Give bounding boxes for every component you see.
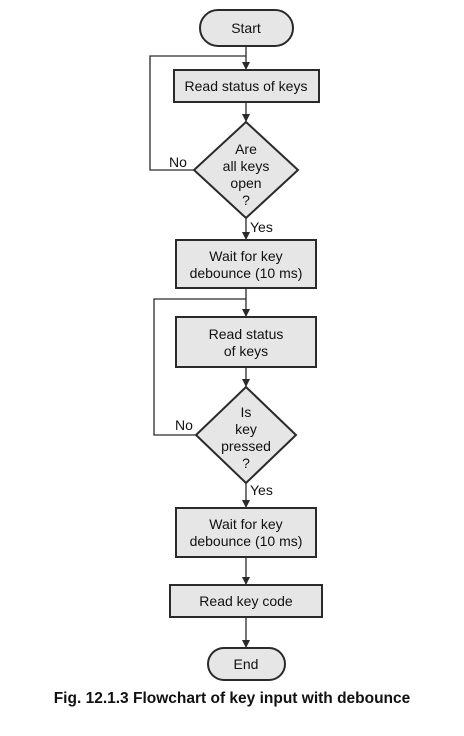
edge-decision2-no-loop — [153, 298, 246, 436]
arrowhead — [242, 577, 250, 585]
wait-debounce-box-1: Wait for key debounce (10 ms) — [175, 239, 317, 289]
svg-text:Is: Is — [241, 404, 252, 420]
edge-label-yes-1: Yes — [250, 219, 273, 235]
svg-text:Wait for key: Wait for key — [209, 516, 282, 532]
arrowhead — [242, 500, 250, 508]
svg-text:?: ? — [242, 455, 250, 471]
arrowhead — [242, 309, 250, 317]
edge-decision1-no-loop — [149, 55, 246, 171]
edge-label-no-1: No — [169, 154, 187, 170]
svg-text:Start: Start — [231, 20, 261, 36]
svg-text:open: open — [230, 175, 261, 191]
edge-label-no-2: No — [175, 417, 193, 433]
arrowhead — [242, 232, 250, 240]
figure-caption: Fig. 12.1.3 Flowchart of key input with … — [53, 690, 411, 707]
svg-text:key: key — [235, 421, 257, 437]
wait-debounce-box-2: Wait for key debounce (10 ms) — [175, 507, 317, 558]
svg-text:of keys: of keys — [224, 343, 268, 359]
arrowhead — [242, 379, 250, 387]
edge-label-yes-2: Yes — [250, 482, 273, 498]
svg-text:debounce (10 ms): debounce (10 ms) — [190, 265, 303, 281]
svg-text:End: End — [234, 656, 259, 672]
svg-text:pressed: pressed — [221, 438, 271, 454]
start-node: Start — [199, 9, 294, 47]
svg-text:Read status of keys: Read status of keys — [185, 78, 308, 94]
svg-text:?: ? — [242, 192, 250, 208]
svg-text:debounce (10 ms): debounce (10 ms) — [190, 533, 303, 549]
arrowhead — [242, 114, 250, 122]
read-keys-box-2: Read status of keys — [175, 316, 317, 368]
all-keys-open-decision: Are all keys open ? — [192, 120, 300, 220]
key-pressed-decision: Is key pressed ? — [194, 385, 298, 485]
svg-text:Read status: Read status — [209, 326, 284, 342]
flowchart: Start Read status of keys Are all keys o… — [149, 9, 323, 681]
arrowhead — [242, 640, 250, 648]
arrowhead — [242, 62, 250, 70]
read-keys-box-1: Read status of keys — [173, 69, 320, 103]
svg-text:all keys: all keys — [223, 158, 270, 174]
svg-text:Wait for key: Wait for key — [209, 248, 282, 264]
end-node: End — [207, 647, 286, 681]
svg-text:Read key code: Read key code — [199, 593, 293, 609]
svg-text:Are: Are — [235, 141, 257, 157]
read-key-code-box: Read key code — [169, 584, 323, 618]
